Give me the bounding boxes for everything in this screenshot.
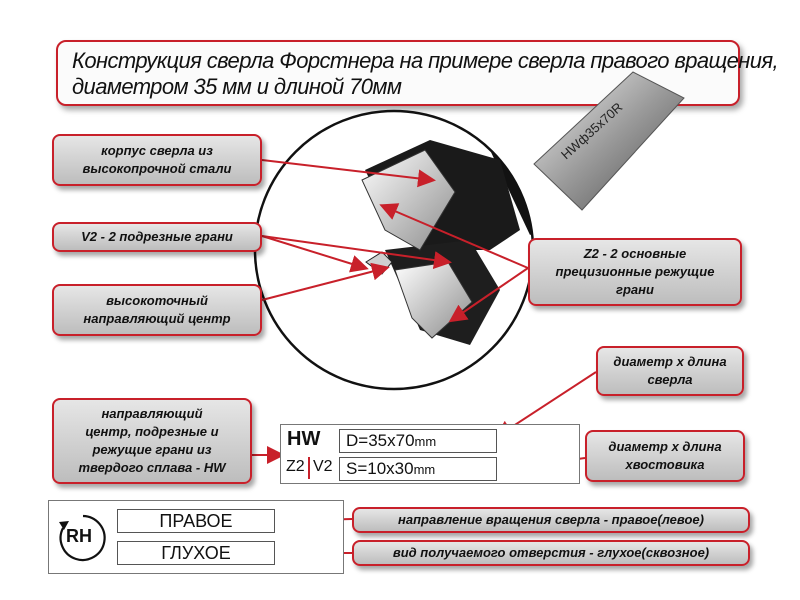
callout-center-text: высокоточный направляющий центр bbox=[83, 293, 231, 326]
hole-type-text: ГЛУХОЕ bbox=[161, 543, 231, 563]
arrow-v2-b bbox=[261, 235, 452, 269]
callout-hw-text: направляющий центр, подрезные и режущие … bbox=[78, 406, 226, 475]
arrow-z2-b bbox=[448, 267, 529, 323]
rotation-direction-text: ПРАВОЕ bbox=[159, 511, 233, 531]
callout-hole: вид получаемого отверстия - глухое(сквоз… bbox=[352, 540, 750, 566]
callout-rotation: направление вращения сверла - правое(лев… bbox=[352, 507, 750, 533]
rotation-plate: RH ПРАВОЕ ГЛУХОЕ bbox=[48, 500, 344, 574]
callout-diam-shank-text: диаметр х длина хвостовика bbox=[608, 439, 722, 472]
arrow-body bbox=[261, 159, 436, 188]
callout-z2-text: Z2 - 2 основные прецизионные режущие гра… bbox=[555, 246, 715, 297]
title-line-1: Конструкция сверла Форстнера на примере … bbox=[72, 48, 779, 73]
callout-body-text: корпус сверла из высокопрочной стали bbox=[82, 143, 232, 176]
rh-badge-icon bbox=[59, 514, 106, 562]
spec-d-unit: mm bbox=[414, 434, 437, 449]
callout-v2: V2 - 2 подрезные грани bbox=[52, 222, 262, 252]
spec-s-cell: S=10x30mm bbox=[339, 457, 497, 481]
title-line-2: диаметром 35 мм и длиной 70мм bbox=[72, 74, 402, 99]
callout-center: высокоточный направляющий центр bbox=[52, 284, 262, 336]
arrow-z2-a bbox=[379, 203, 529, 269]
callout-z2: Z2 - 2 основные прецизионные режущие гра… bbox=[528, 238, 742, 306]
callout-v2-text: V2 - 2 подрезные грани bbox=[81, 229, 233, 244]
spec-divider bbox=[308, 457, 310, 479]
callout-diam-drill-text: диаметр х длина сверла bbox=[613, 354, 727, 387]
spec-s-unit: mm bbox=[413, 462, 436, 477]
rotation-direction-cell: ПРАВОЕ bbox=[117, 509, 275, 533]
callout-body: корпус сверла из высокопрочной стали bbox=[52, 134, 262, 186]
spec-z2: Z2 bbox=[286, 458, 305, 475]
callout-diam-shank: диаметр х длина хвостовика bbox=[585, 430, 745, 482]
spec-s-value: S=10x30 bbox=[346, 459, 414, 478]
rh-badge-text: RH bbox=[66, 526, 92, 546]
drill-head bbox=[361, 135, 533, 345]
arrow-center bbox=[261, 262, 390, 301]
arrow-v2-a bbox=[261, 235, 369, 273]
spec-v2: V2 bbox=[313, 458, 333, 475]
spec-d-cell: D=35x70mm bbox=[339, 429, 497, 453]
spec-d-value: D=35x70 bbox=[346, 431, 415, 450]
title-box: Конструкция сверла Форстнера на примере … bbox=[56, 40, 779, 106]
callout-diam-drill: диаметр х длина сверла bbox=[596, 346, 744, 396]
callout-hw: направляющий центр, подрезные и режущие … bbox=[52, 398, 252, 484]
spec-hw: HW bbox=[287, 428, 321, 450]
callout-hole-text: вид получаемого отверстия - глухое(сквоз… bbox=[392, 545, 710, 560]
callout-rotation-text: направление вращения сверла - правое(лев… bbox=[398, 512, 704, 527]
hole-type-cell: ГЛУХОЕ bbox=[117, 541, 275, 565]
spec-plate: HW Z2 V2 D=35x70mm S=10x30mm bbox=[280, 424, 580, 484]
